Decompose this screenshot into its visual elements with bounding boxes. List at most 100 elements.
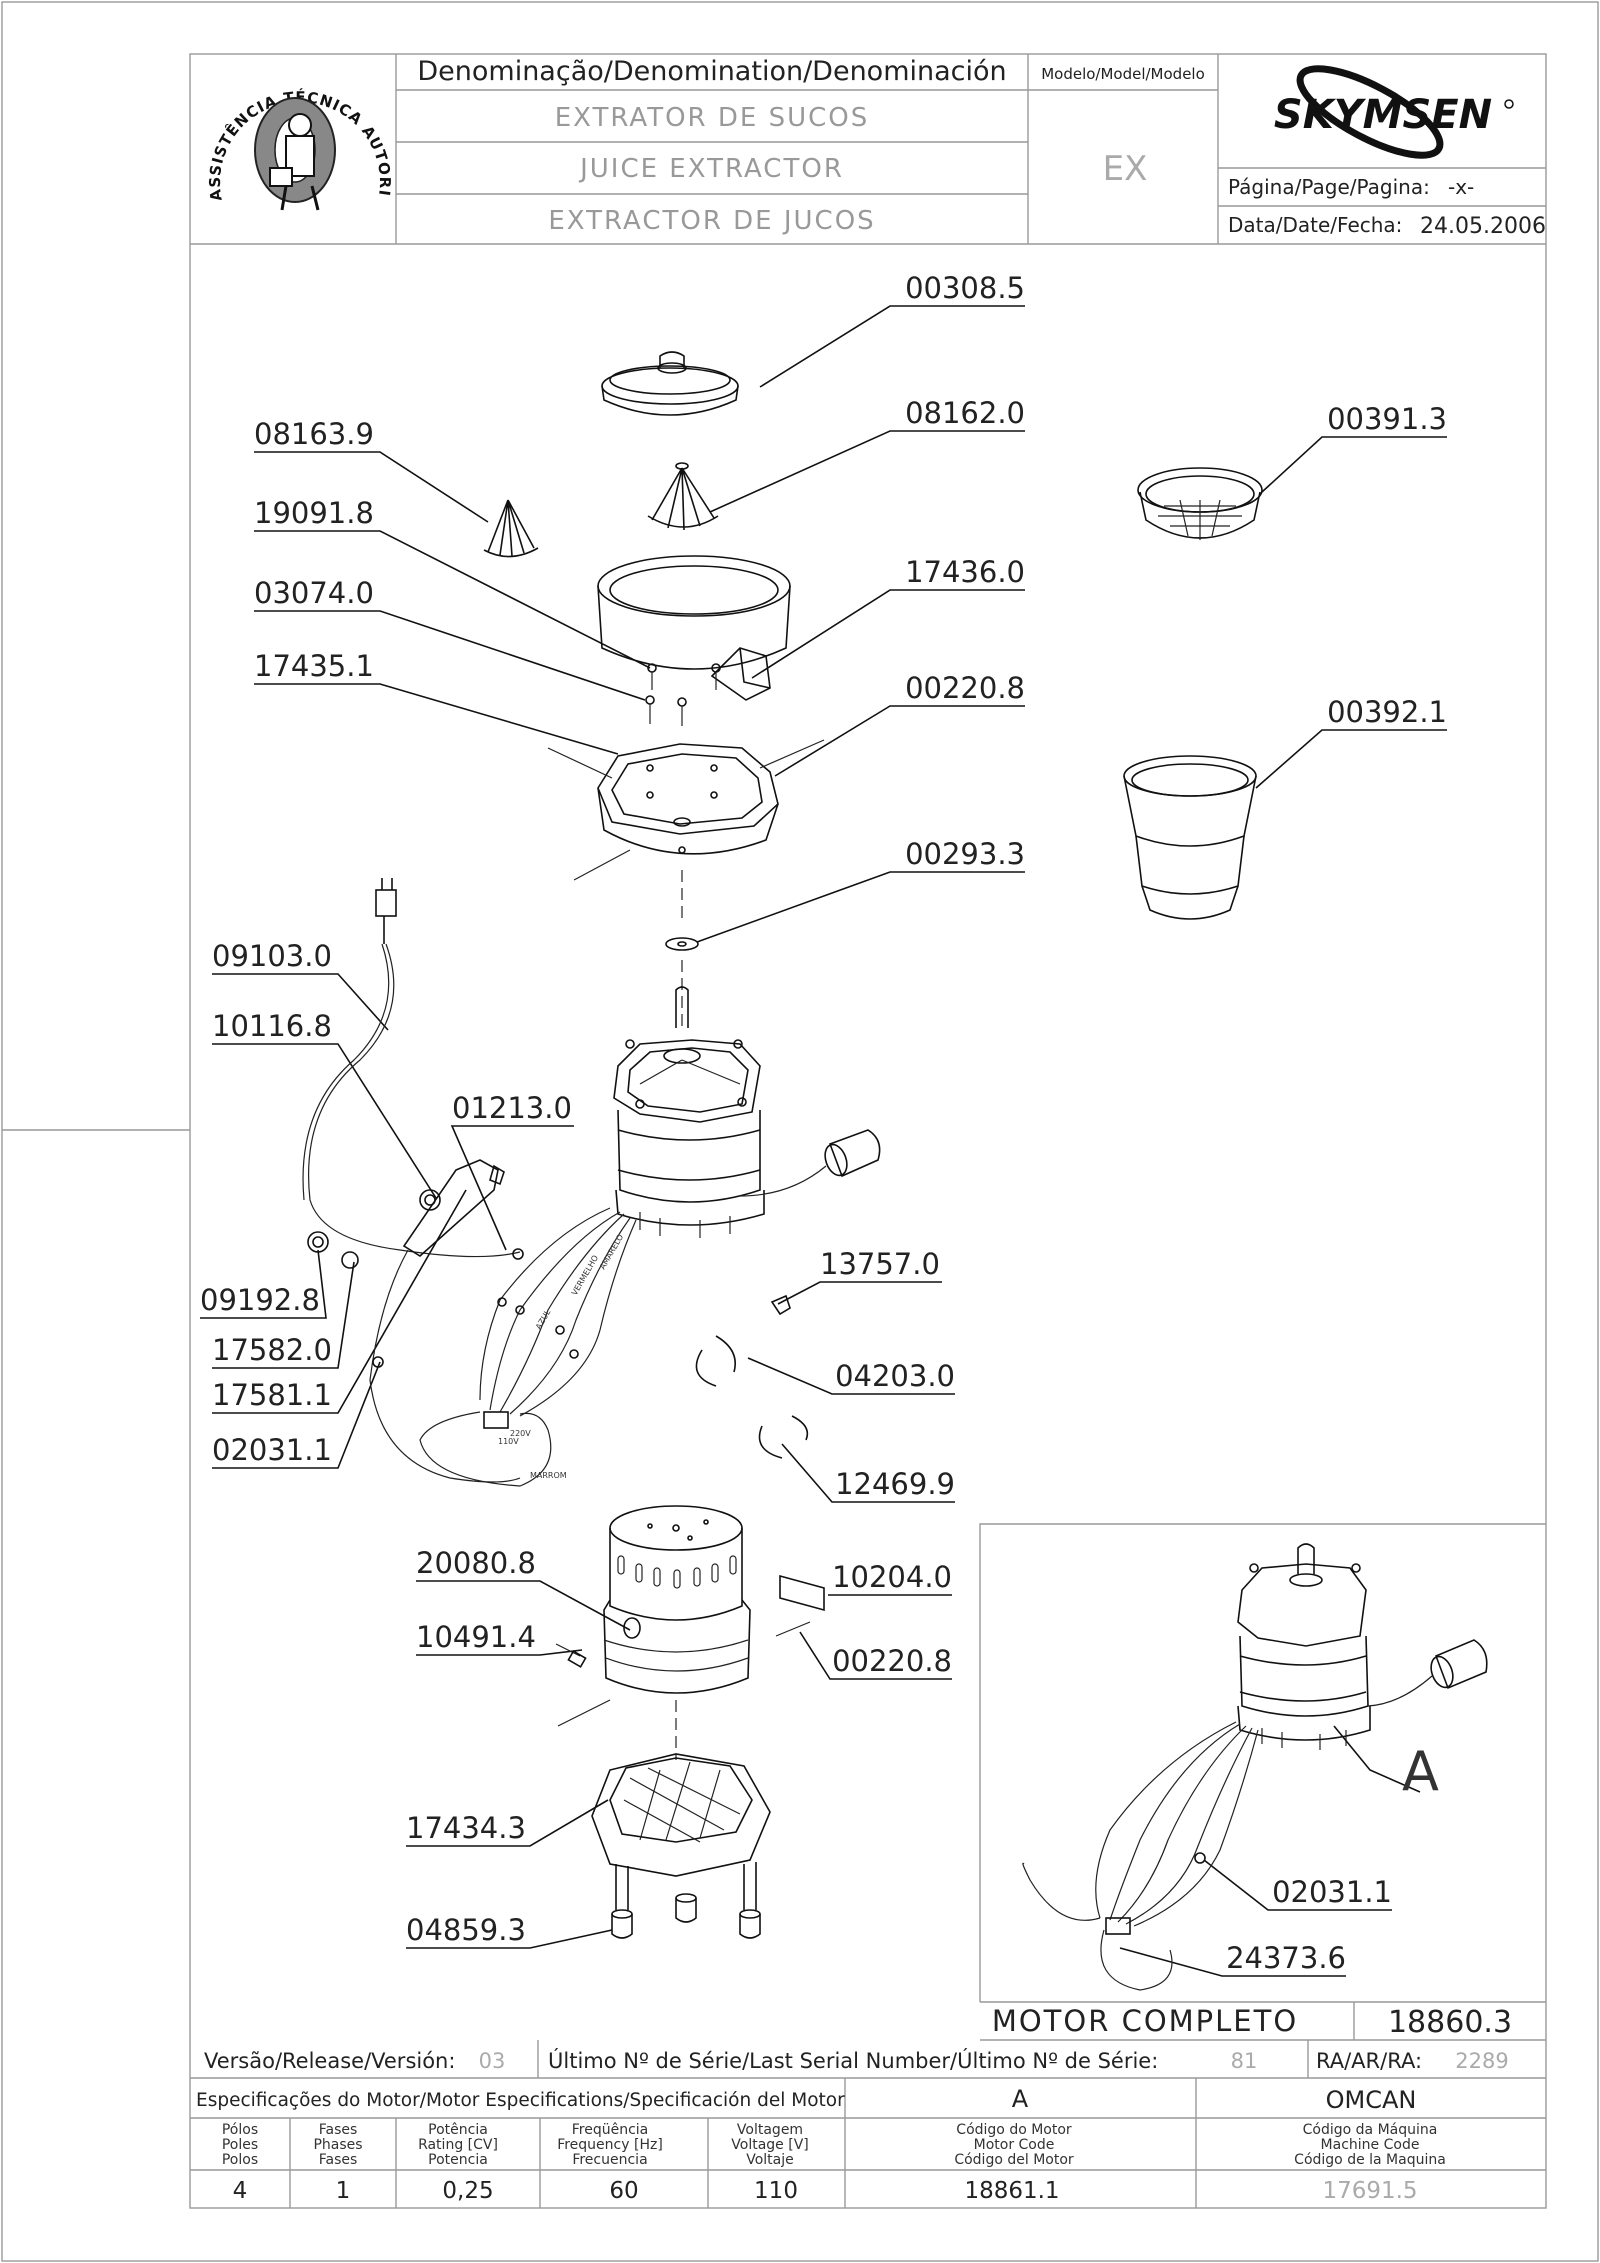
part-label-17436-0: 17436.0	[905, 555, 1025, 589]
part-label-01213-0: 01213.0	[452, 1091, 572, 1125]
lid-drawing	[601, 351, 739, 416]
col-phases-en: Phases	[313, 2137, 362, 2153]
support-tray-drawing	[547, 739, 825, 881]
part-label-13757-0: 13757.0	[820, 1247, 940, 1281]
part-label-12469-9: 12469.9	[835, 1467, 955, 1501]
rubber-feet-drawing	[611, 1893, 761, 1939]
col-machine-code-en: Machine Code	[1321, 2137, 1420, 2153]
date-label: Data/Date/Fecha:	[1228, 213, 1402, 237]
part-label-24373-6: 24373.6	[1226, 1941, 1346, 1975]
value-poles: 4	[233, 2178, 248, 2204]
footer-table: Versão/Release/Versión: 03 Último Nº de …	[190, 2040, 1546, 2208]
spec-label: Especificações do Motor/Motor Especifica…	[196, 2090, 845, 2111]
inset-motor-drawing: A	[1022, 1543, 1488, 1991]
inset-caption: MOTOR COMPLETO	[992, 2004, 1298, 2038]
col-freq-es: Frecuencia	[572, 2152, 647, 2168]
inset-code: 18860.3	[1388, 2005, 1512, 2040]
value-phases: 1	[336, 2178, 351, 2204]
col-poles-pt: Pólos	[222, 2122, 258, 2138]
motor-assembly-drawing	[613, 986, 881, 1238]
version-label: Versão/Release/Versión:	[204, 2049, 455, 2073]
date-value: 24.05.2006	[1420, 214, 1546, 239]
part-label-00293-3: 00293.3	[905, 837, 1025, 871]
part-label-04859-3: 04859.3	[406, 1913, 526, 1947]
col-poles-es: Polos	[222, 2152, 258, 2168]
col-voltage-pt: Voltagem	[737, 2122, 803, 2138]
reamer-cone-large-drawing	[647, 462, 719, 531]
part-label-10491-4: 10491.4	[416, 1620, 536, 1654]
col-voltage-es: Voltaje	[746, 2152, 794, 2168]
wiring-harness-drawing: 110V 220V MARROM AZUL VERMELHO AMARELO	[419, 1207, 637, 1487]
power-cord-drawing	[302, 878, 524, 1483]
part-label-09103-0: 09103.0	[212, 939, 332, 973]
value-machine-code: 17691.5	[1322, 2178, 1417, 2204]
part-label-02031-1-left: 02031.1	[212, 1433, 332, 1467]
wire-label-marrom: MARROM	[530, 1471, 567, 1480]
svg-text:ASSISTÊNCIA TÉCNICA AUTORIZADA: ASSISTÊNCIA TÉCNICA AUTORIZADA	[0, 0, 394, 202]
value-voltage: 110	[754, 2178, 798, 2204]
version-value: 03	[479, 2049, 506, 2073]
spring-clips-drawing	[695, 1335, 809, 1459]
part-label-03074-0: 03074.0	[254, 576, 374, 610]
authorized-service-logo: ASSISTÊNCIA TÉCNICA AUTORIZADA	[0, 0, 394, 211]
col-motor-code-en: Motor Code	[974, 2137, 1055, 2153]
spec-letter: A	[1012, 2085, 1029, 2113]
serial-value: 81	[1231, 2049, 1258, 2073]
reamer-cone-small-drawing	[483, 499, 539, 558]
denomination-label: Denominação/Denomination/Denominación	[417, 56, 1006, 87]
value-motor-code: 18861.1	[964, 2178, 1059, 2204]
wire-label-220v: 220V	[510, 1429, 531, 1438]
page-value: -x-	[1448, 175, 1474, 199]
col-freq-pt: Freqüência	[572, 2122, 649, 2138]
wire-label-azul: AZUL	[534, 1308, 553, 1331]
pulp-cup-drawing	[1123, 755, 1257, 920]
part-label-00308-5: 00308.5	[905, 271, 1025, 305]
col-machine-code-es: Código de la Maquina	[1294, 2152, 1446, 2168]
brand-name: SKYMSEN	[1274, 92, 1492, 138]
col-freq-en: Frequency [Hz]	[557, 2137, 663, 2153]
serial-label: Último Nº de Série/Last Serial Number/Úl…	[548, 2048, 1158, 2073]
page-label: Página/Page/Pagina:	[1228, 175, 1430, 199]
part-label-17581-1: 17581.1	[212, 1378, 332, 1412]
col-phases-es: Fases	[319, 2152, 358, 2168]
name-en: JUICE EXTRACTOR	[578, 154, 844, 184]
part-label-00392-1: 00392.1	[1327, 695, 1447, 729]
part-label-08163-9: 08163.9	[254, 417, 374, 451]
name-pt: EXTRATOR DE SUCOS	[555, 103, 870, 133]
part-label-19091-8: 19091.8	[254, 496, 374, 530]
part-label-00391-3: 00391.3	[1327, 402, 1447, 436]
col-poles-en: Poles	[222, 2137, 258, 2153]
motor-housing-drawing	[555, 1505, 825, 1760]
part-label-10116-8: 10116.8	[212, 1009, 332, 1043]
skymsen-brand-logo: SKYMSEN	[1274, 65, 1514, 159]
col-motor-code-pt: Código do Motor	[956, 2122, 1072, 2138]
ra-value: 2289	[1455, 2049, 1508, 2073]
part-label-17435-1: 17435.1	[254, 649, 374, 683]
ra-label: RA/AR/RA:	[1316, 2049, 1422, 2073]
logo-arc-text: ASSISTÊNCIA TÉCNICA AUTORIZADA	[0, 0, 393, 202]
col-machine-code-pt: Código da Máquina	[1303, 2122, 1438, 2138]
col-power-en: Rating [CV]	[418, 2137, 498, 2153]
machine-base-drawing	[591, 1753, 771, 1910]
juice-bowl-drawing	[597, 555, 791, 701]
part-label-17434-3: 17434.3	[406, 1811, 526, 1845]
col-motor-code-es: Código del Motor	[954, 2152, 1074, 2168]
part-label-00220-8-upper: 00220.8	[905, 671, 1025, 705]
title-block: ASSISTÊNCIA TÉCNICA AUTORIZADA Denominaç…	[0, 0, 1546, 245]
col-phases-pt: Fases	[319, 2122, 358, 2138]
part-label-17582-0: 17582.0	[212, 1333, 332, 1367]
part-label-08162-0: 08162.0	[905, 396, 1025, 430]
spec-brand: OMCAN	[1326, 2086, 1417, 2114]
value-freq: 60	[609, 2178, 638, 2204]
clip-drawing	[770, 1294, 791, 1316]
model-label: Modelo/Model/Modelo	[1041, 65, 1205, 83]
motor-complete-inset: A MOTOR COMPLETO 18860.3	[979, 1523, 1546, 2041]
part-label-09192-8: 09192.8	[200, 1283, 320, 1317]
value-power: 0,25	[442, 2178, 493, 2204]
col-power-pt: Potência	[428, 2122, 488, 2138]
part-label-04203-0: 04203.0	[835, 1359, 955, 1393]
strainer-basket-drawing	[1137, 467, 1263, 540]
washer-drawing	[665, 870, 699, 1030]
